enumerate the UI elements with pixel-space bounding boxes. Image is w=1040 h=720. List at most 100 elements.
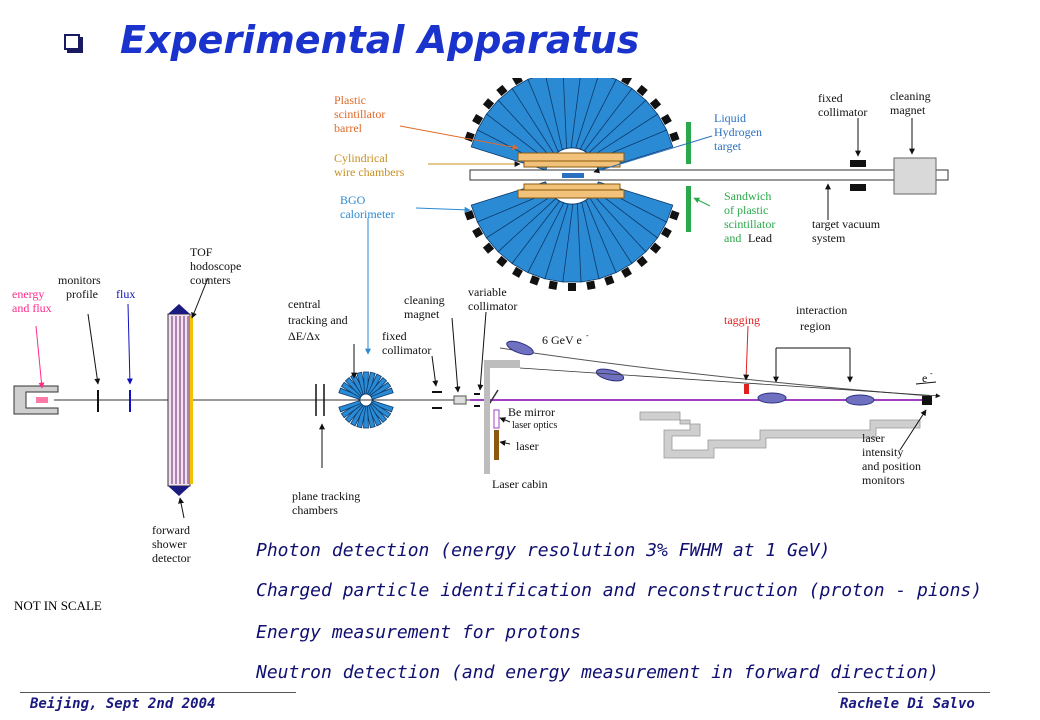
bgo-crystal (370, 400, 394, 413)
bgo-crystal (369, 381, 392, 399)
bgo-crystal (350, 373, 366, 396)
label-laser: laser (516, 439, 539, 453)
wire-chamber-bottom (517, 189, 625, 199)
label-forward-1: forward (152, 523, 190, 537)
photomultiplier (568, 283, 576, 291)
label-cleanmag-2: magnet (890, 103, 926, 117)
footer-rule-right (838, 692, 990, 693)
label-lasermon-2: intensity (862, 445, 903, 459)
photomultiplier (649, 242, 662, 254)
diagram-labels: Plastic scintillator barrel Cylindrical … (12, 89, 933, 565)
label-fixedcoll-1: fixed (818, 91, 843, 105)
label-flux: flux (116, 287, 135, 301)
bgo-crystal (340, 401, 363, 419)
photomultiplier (660, 114, 672, 125)
label-profile: profile (66, 287, 98, 301)
label-interaction-2: region (800, 319, 831, 333)
bgo-crystal (365, 371, 376, 396)
photomultiplier (621, 266, 632, 278)
label-tof-3: counters (190, 273, 231, 287)
fixed-collimator-bottom (850, 184, 866, 191)
svg-text:-: - (930, 369, 933, 378)
photomultiplier (482, 98, 495, 110)
label-forward-3: detector (152, 551, 191, 565)
label-sandwich-4a: and (724, 231, 741, 245)
photomultiplier (472, 227, 484, 238)
label-bgo-2: calorimeter (340, 207, 395, 221)
bgo-crystal (356, 404, 367, 429)
label-e-minus: e (922, 371, 927, 385)
label-energy-2: and flux (12, 301, 52, 315)
label-tof-2: hodoscope (190, 259, 241, 273)
label-bgo-1: BGO (340, 193, 366, 207)
sandwich-bottom (686, 186, 691, 232)
bgo-crystal (370, 387, 394, 400)
bunch-2 (595, 368, 625, 382)
tagging-counter (744, 384, 749, 394)
bgo-crystal (340, 381, 363, 399)
bgo-crystal (338, 387, 362, 400)
bgo-crystal (369, 401, 392, 419)
label-plastic-3: barrel (334, 121, 363, 135)
wire-chamber-top (517, 152, 625, 162)
label-cleaning-1: cleaning (404, 293, 445, 307)
beamline (13, 304, 941, 496)
label-lasermon-4: monitors (862, 473, 905, 487)
photomultiplier (512, 78, 523, 86)
label-lh2-3: target (714, 139, 742, 153)
footer-location-date: Beijing, Sept 2nd 2004 (30, 696, 216, 712)
photomultiplier (496, 255, 508, 268)
photomultiplier (669, 210, 680, 221)
fixed-collimator-top (850, 160, 866, 167)
label-wire-1: Cylindrical (334, 151, 389, 165)
tof-counters (190, 316, 193, 484)
photomultiplier (512, 266, 523, 278)
photomultiplier (604, 275, 615, 286)
label-lasermon-3: and position (862, 459, 921, 473)
photomultiplier (496, 84, 508, 97)
photomultiplier (472, 114, 484, 125)
label-fixed-1: fixed (382, 329, 407, 343)
apparatus-diagram: Plastic scintillator barrel Cylindrical … (6, 78, 949, 608)
mini-calorimeter-bottom (338, 400, 394, 429)
bunch-3 (757, 392, 787, 404)
label-lh2-2: Hydrogen (714, 125, 762, 139)
feature-item: Neutron detection (and energy measuremen… (256, 662, 939, 683)
leader-lines (35, 118, 927, 519)
photomultiplier (482, 242, 495, 254)
svg-text:-: - (586, 331, 589, 340)
bgo-calorimeter-bottom (464, 181, 680, 291)
bgo-crystal (366, 404, 382, 427)
feature-item: Energy measurement for protons (256, 622, 582, 643)
label-plane-1: plane tracking (292, 489, 360, 503)
label-wire-2: wire chambers (334, 165, 405, 179)
label-energy-1: energy (12, 287, 44, 301)
label-fixed-2: collimator (382, 343, 431, 357)
label-lh2-1: Liquid (714, 111, 746, 125)
label-monitors: monitors (58, 273, 101, 287)
bgo-crystal (368, 376, 388, 398)
label-tagging: tagging (724, 313, 760, 327)
bgo-crystal (366, 373, 382, 396)
label-6gev: 6 GeV e (542, 333, 582, 347)
label-lasermon-1: laser (862, 431, 885, 445)
label-plastic-1: Plastic (334, 93, 366, 107)
label-laser-optics: laser optics (512, 420, 557, 431)
label-tof-1: TOF (190, 245, 213, 259)
scale-note: NOT IN SCALE (14, 598, 102, 613)
footer-rule-left (20, 692, 296, 693)
target-assembly (469, 122, 949, 232)
label-vacuum-2: system (812, 231, 846, 245)
page-title: Experimental Apparatus (120, 18, 640, 62)
label-sandwich-3: scintillator (724, 217, 775, 231)
photomultiplier (636, 84, 648, 97)
label-cleanmag-1: cleaning (890, 89, 931, 103)
label-interaction-1: interaction (796, 303, 847, 317)
beam-dump (13, 385, 59, 415)
label-fixedcoll-2: collimator (818, 105, 867, 119)
bunch-1 (506, 340, 534, 356)
bgo-crystal (344, 402, 364, 424)
label-central-2: tracking and (288, 313, 348, 327)
label-plastic-2: scintillator (334, 107, 385, 121)
label-cleaning-2: magnet (404, 307, 440, 321)
